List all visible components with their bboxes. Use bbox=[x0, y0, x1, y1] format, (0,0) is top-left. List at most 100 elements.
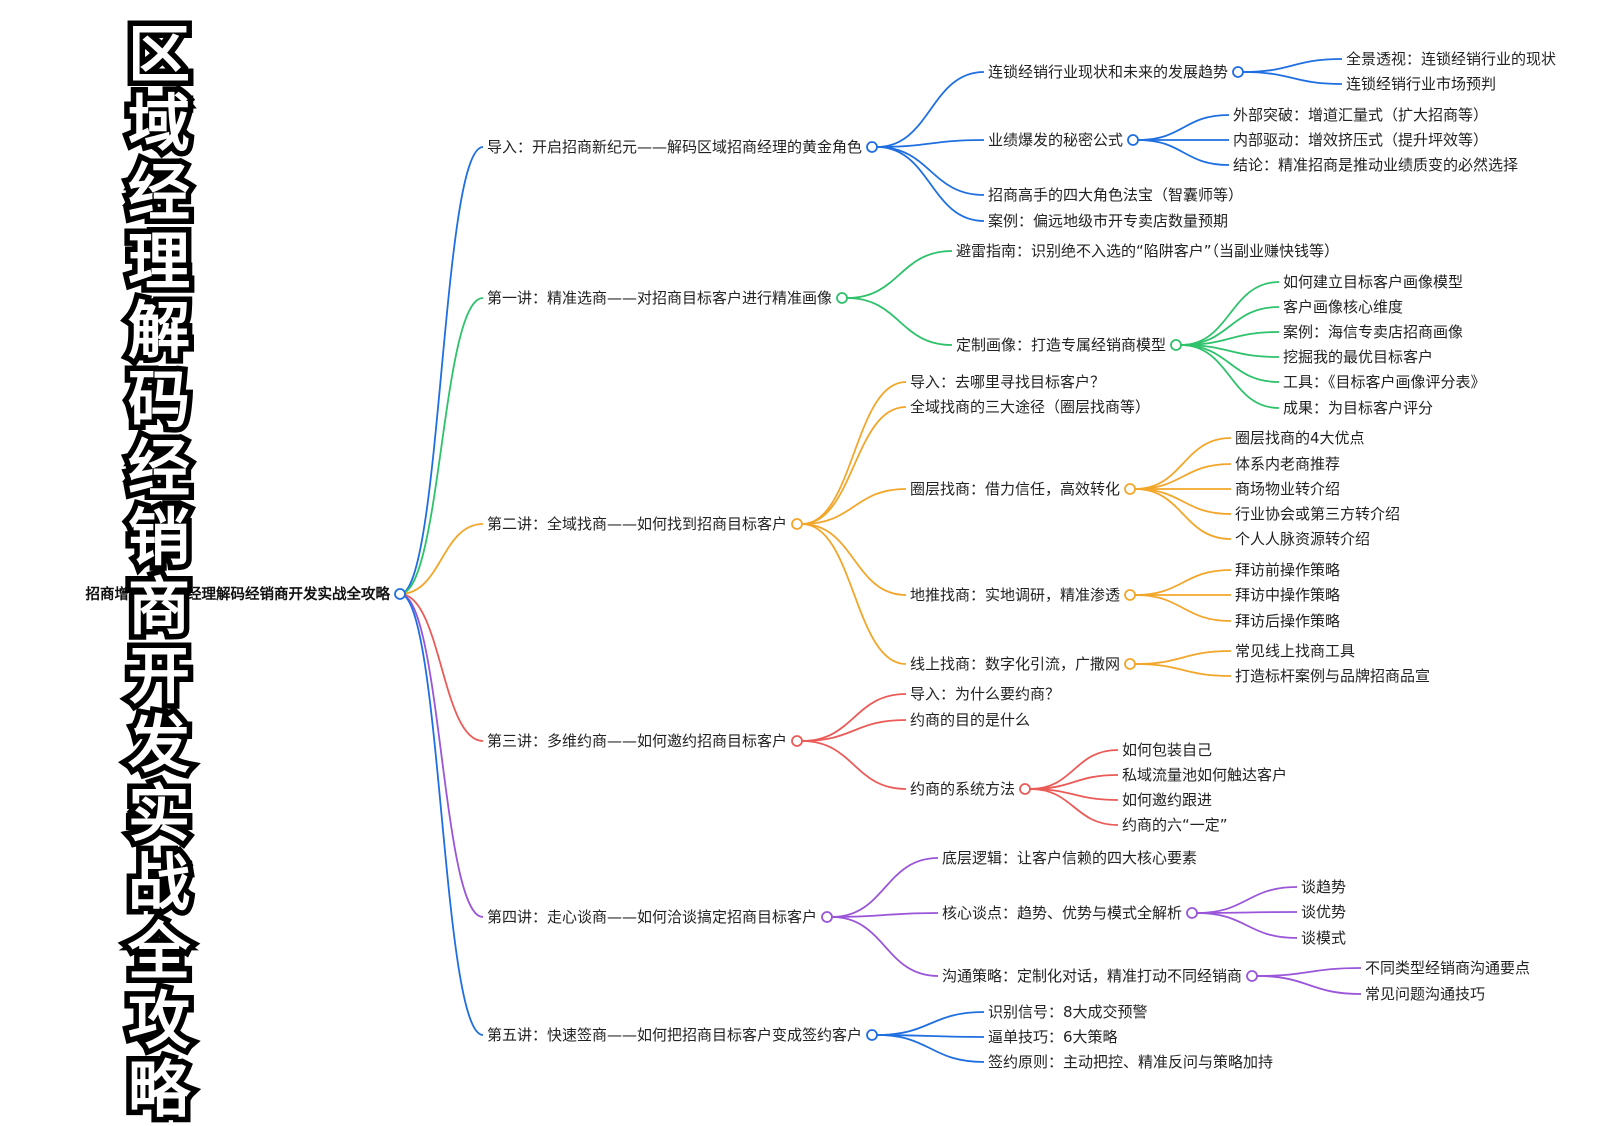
subtopic-node[interactable] bbox=[1124, 589, 1136, 601]
subtopic: 避雷指南：识别绝不入选的“陷阱客户”（当副业赚快钱等） bbox=[956, 242, 1339, 260]
subtopic: 逼单技巧：6大策略 bbox=[988, 1028, 1118, 1046]
branch-node[interactable] bbox=[866, 1029, 878, 1041]
branch-connector bbox=[399, 146, 484, 595]
detail-item: 结论：精准招商是推动业绩质变的必然选择 bbox=[1233, 156, 1518, 174]
detail-item: 体系内老商推荐 bbox=[1235, 455, 1340, 473]
subtopic: 签约原则：主动把控、精准反问与策略加持 bbox=[988, 1053, 1273, 1071]
branch-node[interactable] bbox=[836, 292, 848, 304]
title-char: 开 bbox=[122, 636, 195, 716]
title-char: 域 bbox=[122, 84, 195, 164]
detail-connector bbox=[1242, 71, 1343, 85]
detail-connector bbox=[1029, 788, 1119, 826]
detail-connector bbox=[1180, 344, 1280, 409]
detail-connector bbox=[1180, 281, 1280, 346]
title-char: 商 bbox=[122, 567, 195, 647]
title-char: 战 bbox=[122, 843, 195, 923]
detail-item: 如何邀约跟进 bbox=[1122, 791, 1212, 809]
subtopic-connector bbox=[801, 523, 907, 596]
detail-item: 拜访后操作策略 bbox=[1235, 612, 1340, 630]
detail-item: 客户画像核心维度 bbox=[1283, 298, 1403, 316]
subtopic-connector bbox=[876, 146, 985, 196]
branch-node[interactable] bbox=[866, 141, 878, 153]
subtopic: 核心谈点：趋势、优势与模式全解析 bbox=[942, 904, 1182, 922]
subtopic-node[interactable] bbox=[1124, 483, 1136, 495]
detail-item: 谈优势 bbox=[1301, 903, 1346, 921]
detail-connector bbox=[1196, 886, 1298, 914]
branch-node[interactable] bbox=[791, 518, 803, 530]
detail-item: 谈模式 bbox=[1301, 929, 1346, 947]
labels: 招商增长：区域经理解码经销商开发实战全攻略导入：开启招商新纪元——解码区域招商经… bbox=[86, 50, 1557, 1071]
branch-connector bbox=[399, 297, 484, 595]
detail-connector bbox=[1196, 911, 1298, 914]
detail-item: 全景透视：连锁经销行业的现状 bbox=[1346, 50, 1556, 68]
subtopic-connector bbox=[831, 916, 939, 977]
subtopic: 连锁经销行业现状和未来的发展趋势 bbox=[988, 63, 1228, 81]
title-char: 攻 bbox=[122, 981, 195, 1061]
subtopic: 全域找商的三大途径（圈层找商等） bbox=[910, 398, 1150, 416]
subtopic: 定制画像：打造专属经销商模型 bbox=[956, 336, 1166, 354]
subtopic-node[interactable] bbox=[1232, 66, 1244, 78]
detail-connector bbox=[1134, 488, 1232, 540]
detail-connector bbox=[1134, 437, 1232, 490]
title-char: 经 bbox=[122, 429, 195, 509]
detail-item: 拜访前操作策略 bbox=[1235, 561, 1340, 579]
root-node[interactable] bbox=[394, 588, 406, 600]
detail-item: 如何包装自己 bbox=[1122, 741, 1212, 759]
detail-connector bbox=[1242, 58, 1343, 73]
subtopic-node[interactable] bbox=[1124, 658, 1136, 670]
subtopic-connector bbox=[801, 693, 907, 742]
title-char: 理 bbox=[122, 222, 195, 302]
title-char: 全 bbox=[122, 912, 195, 992]
detail-item: 拜访中操作策略 bbox=[1235, 586, 1340, 604]
subtopic-connector bbox=[876, 146, 985, 222]
detail-connector bbox=[1180, 306, 1280, 346]
subtopic-node[interactable] bbox=[1170, 339, 1182, 351]
detail-connector bbox=[1134, 594, 1232, 622]
subtopic-connector bbox=[801, 406, 907, 525]
subtopic-connector bbox=[846, 297, 953, 346]
detail-item: 私域流量池如何触达客户 bbox=[1122, 766, 1287, 784]
subtopic: 约商的系统方法 bbox=[910, 780, 1015, 798]
subtopic: 圈层找商：借力信任，高效转化 bbox=[910, 480, 1120, 498]
title-char: 发 bbox=[122, 705, 195, 785]
subtopic: 底层逻辑：让客户信赖的四大核心要素 bbox=[942, 849, 1197, 867]
subtopic: 识别信号：8大成交预警 bbox=[988, 1003, 1148, 1021]
subtopic: 沟通策略：定制化对话，精准打动不同经销商 bbox=[942, 967, 1242, 985]
detail-connector bbox=[1256, 975, 1362, 995]
detail-item: 个人人脉资源转介绍 bbox=[1235, 530, 1370, 548]
detail-item: 行业协会或第三方转介绍 bbox=[1235, 505, 1400, 523]
subtopic: 地推找商：实地调研，精准渗透 bbox=[910, 586, 1120, 604]
detail-connector bbox=[1137, 139, 1230, 166]
title-char: 码 bbox=[122, 360, 195, 440]
subtopic-connector bbox=[801, 740, 907, 790]
subtopic: 约商的目的是什么 bbox=[910, 711, 1030, 729]
detail-connector bbox=[1134, 650, 1232, 665]
branch-node[interactable] bbox=[821, 911, 833, 923]
subtopic-connector bbox=[876, 1011, 985, 1036]
subtopic: 业绩爆发的秘密公式 bbox=[988, 131, 1123, 149]
subtopic-node[interactable] bbox=[1019, 783, 1031, 795]
detail-connector bbox=[1029, 749, 1119, 790]
connectors bbox=[399, 58, 1362, 1063]
subtopic-node[interactable] bbox=[1127, 134, 1139, 146]
subtopic: 线上找商：数字化引流，广撒网 bbox=[910, 655, 1120, 673]
subtopic-connector bbox=[801, 381, 907, 525]
detail-item: 商场物业转介绍 bbox=[1235, 480, 1340, 498]
subtopic-node[interactable] bbox=[1186, 907, 1198, 919]
detail-connector bbox=[1137, 114, 1230, 141]
branch-topic: 第三讲：多维约商——如何邀约招商目标客户 bbox=[487, 732, 787, 750]
branch-topic: 第二讲：全域找商——如何找到招商目标客户 bbox=[487, 515, 787, 533]
subtopic-connector bbox=[876, 139, 985, 148]
title-char: 销 bbox=[122, 498, 195, 578]
detail-item: 不同类型经销商沟通要点 bbox=[1365, 959, 1530, 977]
detail-item: 常见问题沟通技巧 bbox=[1365, 985, 1485, 1003]
root-topic: 招商增长：区域经理解码经销商开发实战全攻略 bbox=[86, 585, 391, 603]
title-char: 解 bbox=[122, 291, 195, 371]
subtopic-connector bbox=[801, 523, 907, 665]
detail-item: 内部驱动：增效挤压式（提升坪效等） bbox=[1233, 131, 1488, 149]
branch-node[interactable] bbox=[791, 735, 803, 747]
subtopic-node[interactable] bbox=[1246, 970, 1258, 982]
detail-item: 工具：《目标客户画像评分表》 bbox=[1283, 373, 1486, 391]
subtopic: 招商高手的四大角色法宝（智囊师等） bbox=[988, 186, 1243, 204]
subtopic-connector bbox=[831, 912, 939, 918]
